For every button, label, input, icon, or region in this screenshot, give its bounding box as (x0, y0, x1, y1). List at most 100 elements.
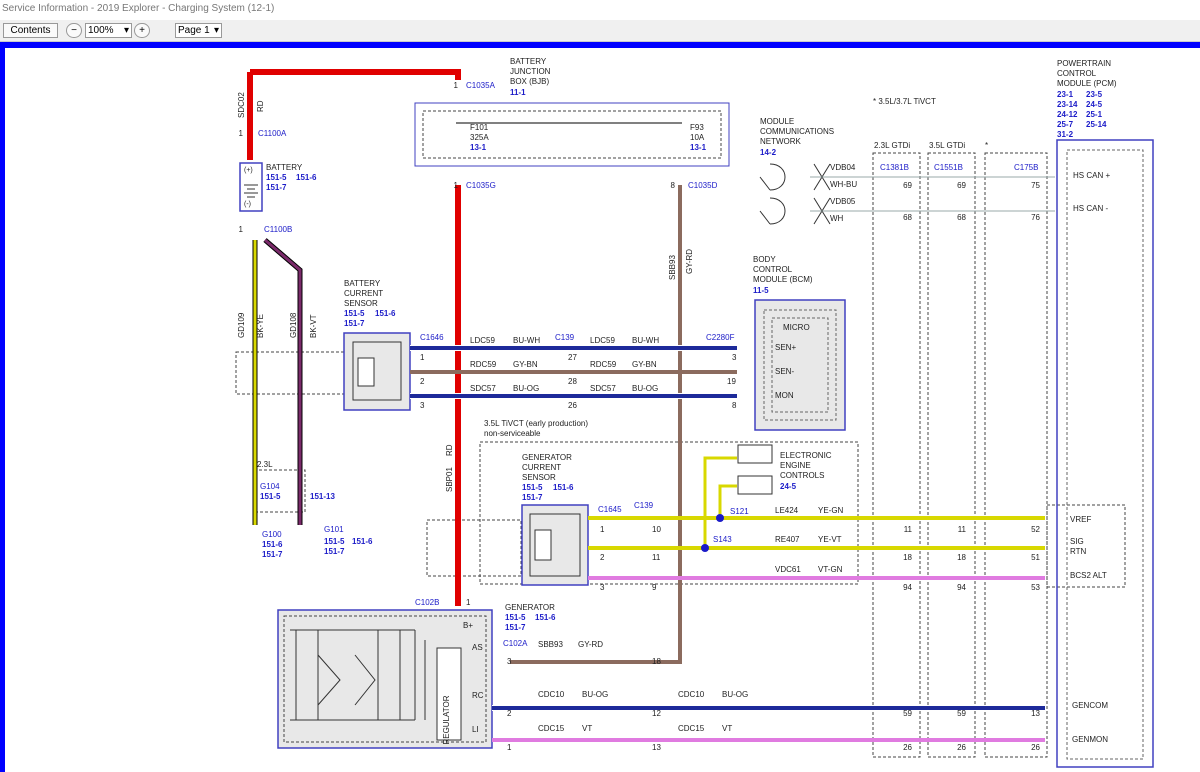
diagram-label: 151-6 (553, 483, 574, 492)
diagram-label: G104 (260, 482, 280, 491)
page-select[interactable]: Page 1▾ (175, 23, 222, 38)
diagram-label: GY-BN (513, 360, 538, 369)
zoom-select[interactable]: 100% ▾ (85, 23, 132, 38)
diagram-label: SBB93 (668, 255, 677, 280)
contents-button[interactable]: Contents (3, 23, 58, 38)
diagram-label: C1645 (598, 505, 622, 514)
zoom-in-icon[interactable]: + (134, 23, 150, 38)
diagram-label: 151-6 (535, 613, 556, 622)
diagram-label: non-serviceable (484, 429, 541, 438)
window-title: Service Information - 2019 Explorer - Ch… (0, 0, 1200, 20)
diagram-label: 8 (671, 181, 676, 190)
diagram-label: LDC59 (590, 336, 615, 345)
diagram-label: SBP01 (445, 467, 454, 492)
diagram-label: GENMON (1072, 735, 1108, 744)
diagram-label: 2 (507, 709, 512, 718)
diagram-label: ELECTRONIC (780, 451, 832, 460)
diagram-label: C1646 (420, 333, 444, 342)
wire-sbb93 (510, 185, 682, 664)
diagram-label: MODULE (760, 117, 794, 126)
diagram-label: 3.5L GTDi (929, 141, 965, 150)
diagram-label: 76 (1031, 213, 1040, 222)
left-blue-stripe (0, 42, 5, 772)
diagram-label: BU-OG (632, 384, 658, 393)
diagram-label: 26 (903, 743, 912, 752)
diagram-label: F101 (470, 123, 489, 132)
diagram-label: 1 (454, 181, 459, 190)
diagram-label: C102B (415, 598, 439, 607)
diagram-label: BODY (753, 255, 776, 264)
bjb-box (414, 102, 730, 167)
diagram-label: 3 (507, 657, 512, 666)
diagram-label: BU-OG (722, 690, 748, 699)
diagram-label: LDC59 (470, 336, 495, 345)
diagram-label: 151-7 (505, 623, 526, 632)
diagram-label: 23-5 (1086, 90, 1103, 99)
diagram-label: MODULE (BCM) (753, 275, 813, 284)
diagram-label: (+) (244, 167, 253, 174)
diagram-label: C139 (555, 333, 575, 342)
diagram-label: MON (775, 391, 794, 400)
diagram-label: REGULATOR (442, 695, 451, 744)
diagram-label: C1035A (466, 81, 496, 90)
diagram-label: BATTERY (510, 57, 547, 66)
diagram-label: VDB04 (830, 163, 856, 172)
diagram-label: 13 (652, 743, 661, 752)
diagram-label: C1035D (688, 181, 718, 190)
diagram-label: VT-GN (818, 565, 843, 574)
diagram-label: BATTERY (344, 279, 381, 288)
diagram-label: JUNCTION (510, 67, 551, 76)
battery-symbol (239, 162, 263, 212)
diagram-label: 3 (600, 583, 605, 592)
diagram-label: 25-1 (1086, 110, 1103, 119)
diagram-label: SDC02 (237, 92, 246, 118)
diagram-label: 26 (1031, 743, 1040, 752)
diagram-label: HS CAN + (1073, 171, 1110, 180)
diagram-label: 3 (732, 353, 737, 362)
eec-connector-b (737, 475, 773, 495)
diagram-label: CDC15 (538, 724, 565, 733)
zoom-value: 100% (88, 25, 114, 36)
chevron-down-icon: ▾ (213, 25, 219, 36)
diagram-label: RD (445, 444, 454, 456)
diagram-label: 151-7 (324, 547, 345, 556)
zoom-out-icon[interactable]: − (66, 23, 82, 38)
diagram-label: 59 (957, 709, 966, 718)
diagram-label: VDB05 (830, 197, 856, 206)
diagram-label: C1100B (264, 225, 292, 234)
diagram-label: 151-5 (266, 173, 287, 182)
battery-current-sensor (343, 332, 411, 411)
diagram-label: 2.3L GTDi (874, 141, 910, 150)
diagram-label: MICRO (783, 323, 810, 332)
diagram-label: BK-YE (256, 314, 265, 338)
diagram-label: C1381B (880, 163, 909, 172)
eec-connector-a (737, 444, 773, 464)
diagram-label: VREF (1070, 515, 1091, 524)
diagram-label: 26 (568, 401, 577, 410)
diagram-label: 13 (1031, 709, 1040, 718)
diagram-label: 69 (957, 181, 966, 190)
diagram-label: B+ (463, 621, 473, 630)
top-blue-stripe (0, 42, 1200, 48)
diagram-label: BCS2 ALT (1070, 571, 1107, 580)
diagram-label: 151-7 (266, 183, 287, 192)
toolbar: Contents − 100%▾ + Page 1▾ (0, 20, 1200, 42)
chevron-down-icon: ▾ (123, 25, 129, 36)
diagram-label: SBB93 (538, 640, 563, 649)
diagram-label: 151-6 (296, 173, 317, 182)
diagram-label: 12 (652, 709, 661, 718)
diagram-label: C102A (503, 639, 528, 648)
wire-layer (247, 69, 1055, 742)
diagram-label: GY-BN (632, 360, 657, 369)
diagram-label: 151-5 (522, 483, 543, 492)
page-value: Page 1 (178, 25, 210, 36)
diagram-label: GY-RD (685, 249, 694, 274)
diagram-label: 18 (957, 553, 966, 562)
diagram-label: 25-14 (1086, 120, 1107, 129)
diagram-label: 11 (904, 525, 913, 534)
generator-current-sensor (521, 504, 589, 586)
diagram-label: C175B (1014, 163, 1038, 172)
diagram-label: 24-5 (780, 482, 797, 491)
diagram-label: 68 (903, 213, 912, 222)
